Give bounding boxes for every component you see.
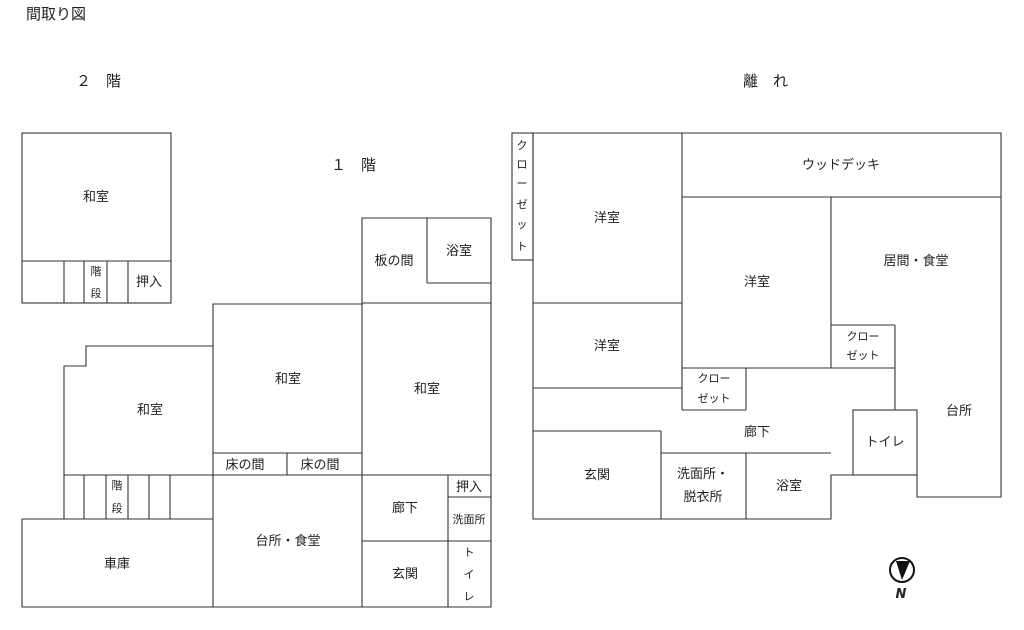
annex-room-kitchen: 台所 <box>946 404 972 419</box>
annex-closet-center-1: クロー <box>698 372 731 385</box>
floor2-stairs-label-2: 段 <box>91 286 102 300</box>
annex-closet-vert-6: ト <box>517 240 528 253</box>
floor1-room-itanoma: 板の間 <box>374 254 413 269</box>
annex-plan <box>511 132 1002 520</box>
floor1-stairs-label-2: 段 <box>112 501 123 515</box>
floor1-room-senmenjo: 洗面所 <box>453 513 486 526</box>
floor2-room-washitsu: 和室 <box>83 189 109 205</box>
compass-label: N <box>896 587 907 602</box>
annex-room-youshitsu-center: 洋室 <box>744 274 770 290</box>
annex-closet-vert-3: ー <box>517 177 528 190</box>
floor1-heading: １ 階 <box>331 156 376 174</box>
floor1-room-yokushitsu: 浴室 <box>446 243 472 259</box>
north-arrow-icon <box>889 557 915 583</box>
annex-room-wood-deck: ウッドデッキ <box>802 157 880 173</box>
floor1-toilet-label-2: イ <box>464 568 475 581</box>
floor1-room-tokonoma-1: 床の間 <box>225 458 264 473</box>
floor1-stairs-label-1: 階 <box>112 478 123 492</box>
floor1-plan <box>21 217 492 608</box>
annex-closet-vert-2: ロ <box>517 158 528 171</box>
floor2-room-oshiire: 押入 <box>136 275 162 290</box>
annex-room-youshitsu-left: 洋室 <box>594 338 620 354</box>
floor1-room-genkan: 玄関 <box>392 567 418 582</box>
floor1-room-oshiire: 押入 <box>456 480 482 495</box>
floor1-toilet-label-3: レ <box>464 590 475 603</box>
annex-room-yokushitsu: 浴室 <box>776 478 802 494</box>
annex-room-senmen-2: 脱衣所 <box>683 489 722 505</box>
annex-heading: 離 れ <box>743 72 788 90</box>
annex-closet-vert-5: ッ <box>517 218 528 231</box>
annex-closet-vert-1: ク <box>517 139 528 152</box>
annex-closet-right-1: クロー <box>847 330 880 343</box>
floor1-room-washitsu-center: 和室 <box>275 371 301 387</box>
floor1-room-washitsu-right: 和室 <box>414 381 440 397</box>
annex-room-genkan: 玄関 <box>584 468 610 483</box>
floor1-room-tokonoma-2: 床の間 <box>300 458 339 473</box>
floor1-room-washitsu-left: 和室 <box>137 402 163 418</box>
floor1-room-rouka: 廊下 <box>392 500 418 516</box>
floor2-plan <box>21 132 172 304</box>
annex-room-rouka: 廊下 <box>744 424 770 440</box>
page-title: 間取り図 <box>26 5 86 23</box>
annex-room-senmen-1: 洗面所・ <box>677 467 729 482</box>
annex-room-toilet: トイレ <box>865 435 904 450</box>
annex-closet-right-2: ゼット <box>847 349 880 362</box>
floor1-toilet-label-1: ト <box>464 546 475 559</box>
floor1-room-garage: 車庫 <box>104 557 130 572</box>
annex-room-youshitsu-top: 洋室 <box>594 210 620 226</box>
floor1-room-kitchen-dining: 台所・食堂 <box>255 533 320 549</box>
floor2-heading: ２ 階 <box>76 72 121 90</box>
annex-closet-center-2: ゼット <box>698 392 731 405</box>
annex-room-living-dining: 居間・食堂 <box>883 253 948 269</box>
annex-closet-vert-4: ゼ <box>517 198 528 211</box>
floor2-stairs-label-1: 階 <box>91 264 102 278</box>
